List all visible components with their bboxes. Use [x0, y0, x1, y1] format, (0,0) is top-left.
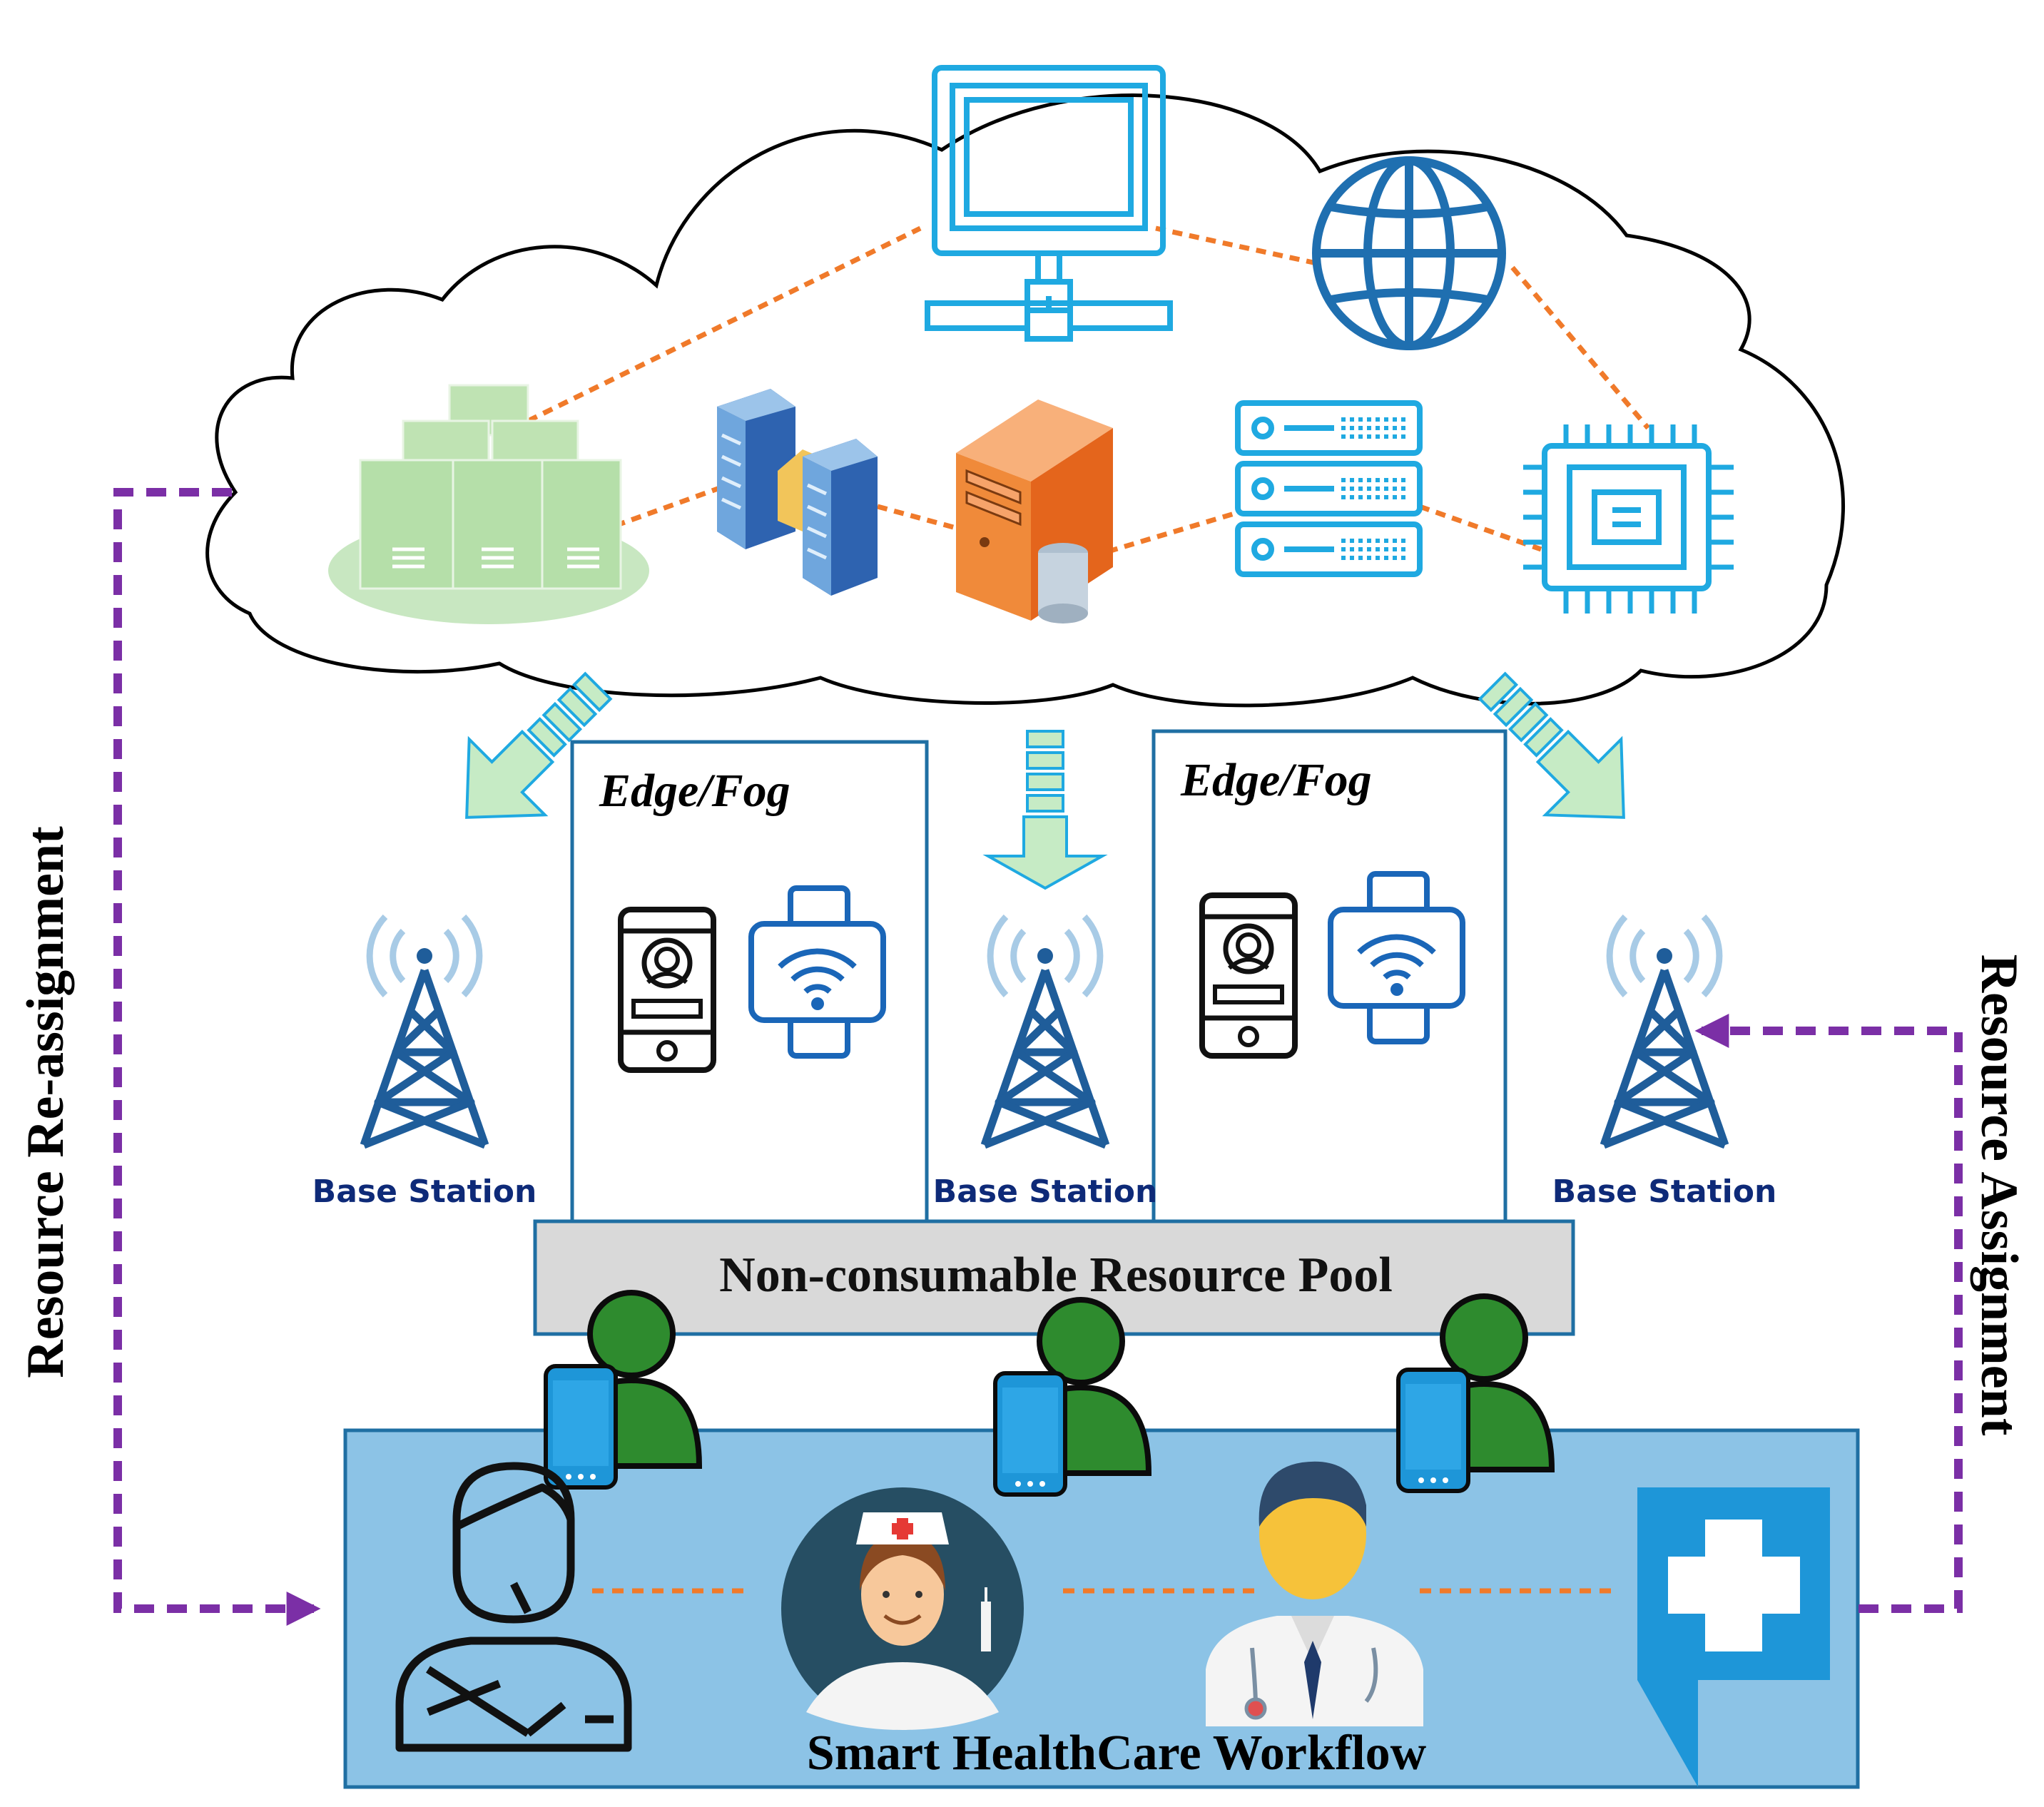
base-station-left: Base Station — [312, 917, 537, 1210]
monitor-terminal-icon — [925, 65, 1173, 342]
reassignment-arrow — [113, 488, 321, 1626]
download-arrow-icon — [465, 671, 613, 819]
rack-server-icon — [1235, 400, 1423, 577]
edge-fog-box-right: Edge/Fog — [1151, 729, 1507, 1229]
orange-server-icon — [956, 399, 1113, 623]
resource-reassignment-label: Resource Re-assignment — [16, 826, 75, 1378]
workflow-panel: Smart HealthCare Workflow — [343, 1428, 1860, 1789]
medical-cross-icon — [1637, 1487, 1830, 1787]
base-station-tower-icon — [364, 917, 485, 1145]
resource-assignment-label: Resource Assignment — [1970, 955, 2028, 1436]
cpu-chip-icon — [1523, 424, 1734, 614]
workflow-label: Smart HealthCare Workflow — [807, 1726, 1427, 1781]
globe-icon — [1312, 156, 1506, 350]
base-station-right: Base Station — [1552, 917, 1777, 1210]
base-station-label: Base Station — [1552, 1174, 1777, 1210]
server-farm-icon — [328, 384, 649, 624]
base-station-middle: Base Station — [933, 917, 1158, 1210]
base-station-label: Base Station — [933, 1174, 1158, 1210]
assignment-arrow — [1694, 1014, 1963, 1613]
resource-pool-label: Non-consumable Resource Pool — [719, 1248, 1393, 1303]
edge-fog-title-left: Edge/Fog — [599, 765, 790, 817]
edge-fog-box-left: Edge/Fog — [570, 740, 929, 1229]
download-arrow-icon — [1478, 671, 1625, 819]
doctor-icon — [1206, 1461, 1423, 1726]
datacenter-icon — [717, 389, 878, 596]
nurse-icon — [781, 1487, 1024, 1730]
download-arrow-icon — [982, 730, 1108, 890]
edge-fog-title-right: Edge/Fog — [1180, 754, 1372, 806]
patient-icon — [395, 1462, 632, 1752]
base-station-label: Base Station — [312, 1174, 537, 1210]
base-station-tower-icon — [985, 917, 1106, 1145]
